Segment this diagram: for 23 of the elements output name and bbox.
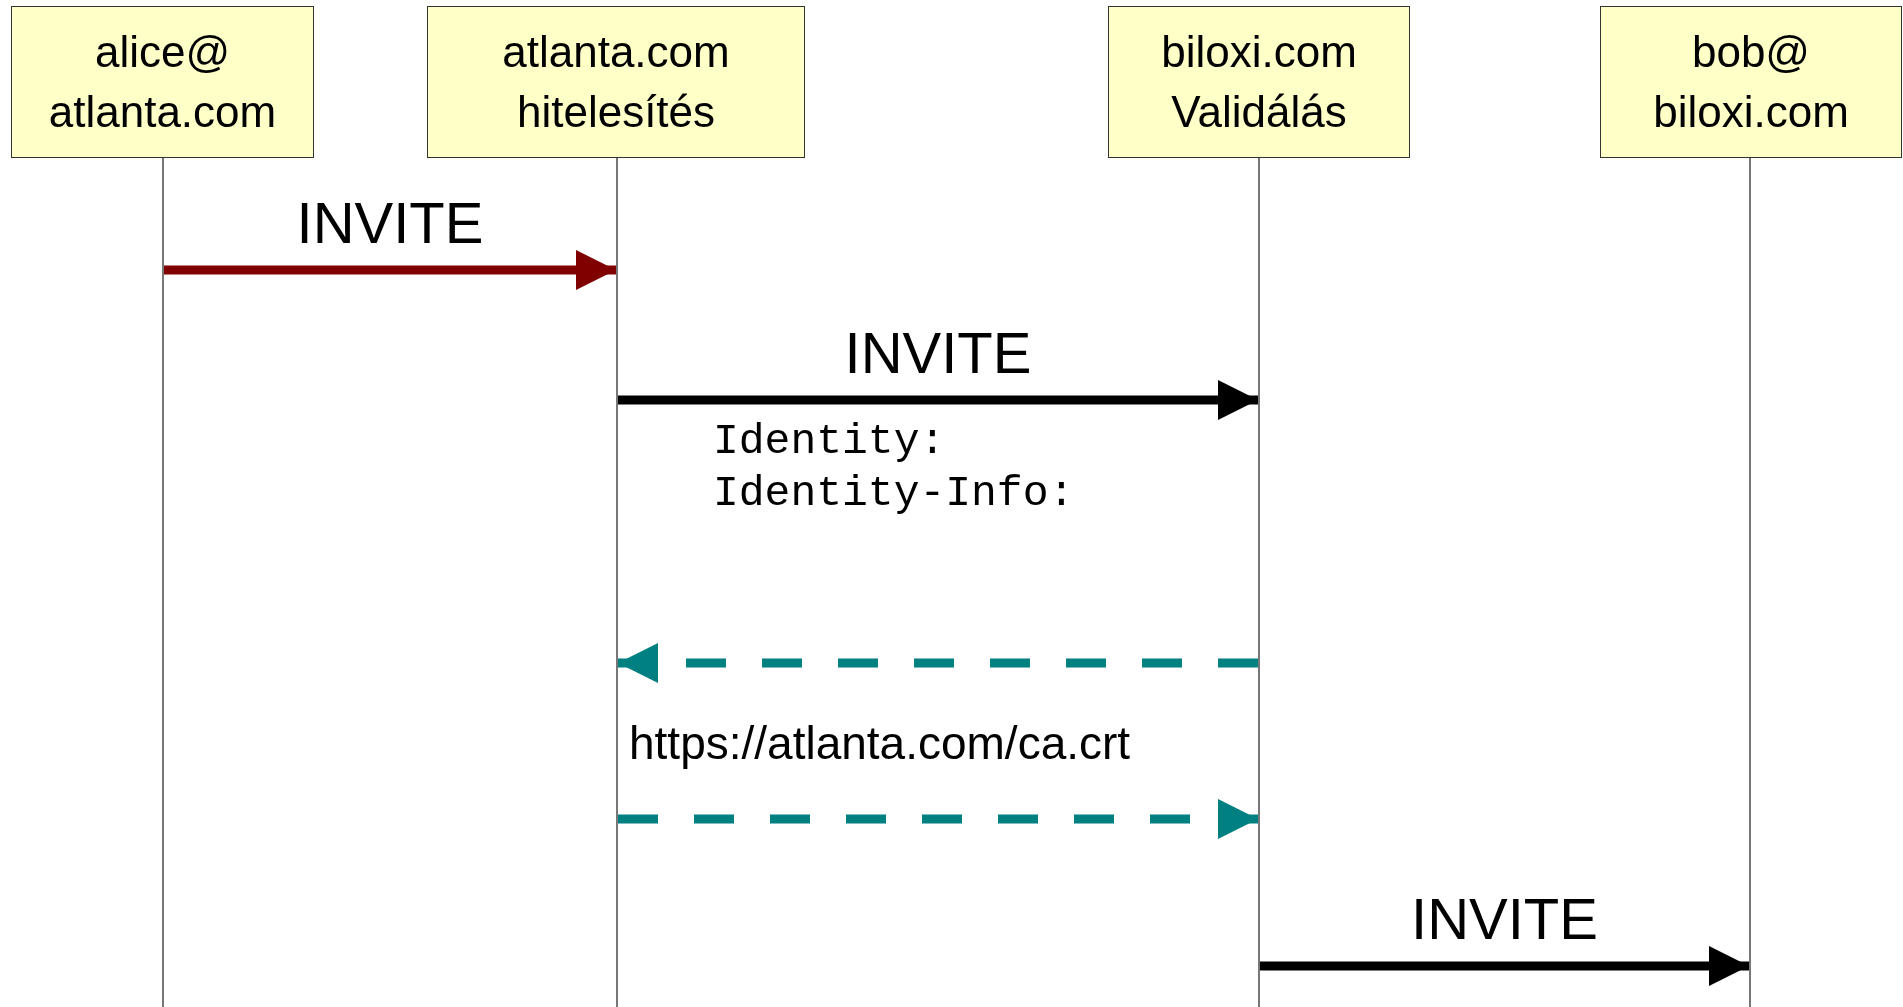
url-text: https://atlanta.com/ca.crt [629,716,1131,770]
edge-label: INVITE [296,190,484,256]
edge-label: INVITE [1411,886,1598,952]
participant-box [11,6,314,158]
arrow [618,643,1258,683]
header-field: Identity-Info: [713,469,1075,518]
participant-name: atlanta.com hitelesítés [501,26,731,138]
participant-box [1108,6,1410,158]
lifeline [616,158,618,1007]
arrow [618,799,1258,839]
arrow [164,250,616,290]
participant-box [1600,6,1902,158]
arrow [618,380,1258,420]
participant-box [427,6,805,158]
participant-name: alice@ atlanta.com [47,26,278,138]
lifeline [162,158,164,1007]
participant-name: bob@ biloxi.com [1652,26,1850,138]
arrow [1260,946,1749,986]
lifeline [1258,158,1260,1007]
participant-name: biloxi.com Validálás [1160,26,1358,138]
edge-label: INVITE [844,320,1032,386]
lifeline [1749,158,1751,1007]
header-field: Identity: [713,417,946,466]
